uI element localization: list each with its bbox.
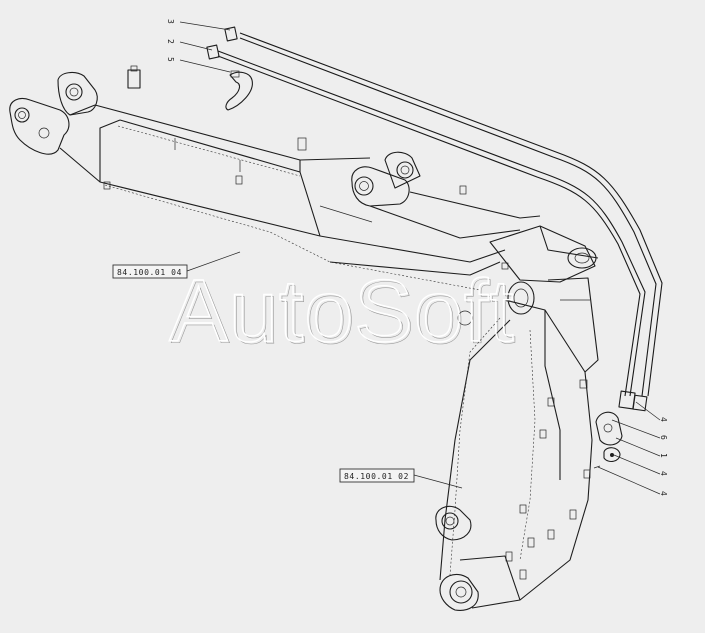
callout-right-2: 6 xyxy=(659,435,668,440)
hydraulic-pipes xyxy=(206,26,663,469)
callout-top-2: 2 xyxy=(166,39,175,44)
arm-tip-pivot xyxy=(449,580,473,604)
arm-ref-text: 84.100.01 02 xyxy=(344,472,409,481)
boom-rear-plate-right xyxy=(57,71,98,116)
callouts-top: 3 2 5 xyxy=(166,19,231,73)
callouts-right: 4 6 1 4 4 xyxy=(597,401,668,496)
callout-right-4: 4 xyxy=(659,471,668,476)
callout-right-3: 1 xyxy=(659,453,668,458)
boom-ref-label[interactable]: 84.100.01 04 xyxy=(112,251,241,279)
boom-rear-plate-left xyxy=(9,97,70,155)
watermark-text-shadow: AutoSoft xyxy=(171,263,517,362)
arm-assembly xyxy=(435,277,599,611)
boom-assembly xyxy=(9,65,599,326)
arm-ref-label[interactable]: 84.100.01 02 xyxy=(339,468,463,489)
callout-top-3: 5 xyxy=(166,57,175,62)
pipe-clamp xyxy=(225,71,253,111)
watermark: AutoSoft AutoSoft xyxy=(168,260,517,362)
pipe-flange xyxy=(595,411,623,446)
boom-mid-ear xyxy=(351,166,410,207)
callout-top-1: 3 xyxy=(166,19,175,24)
callout-right-1: 4 xyxy=(659,417,668,422)
boom-arm-pivot xyxy=(507,281,535,315)
callout-right-5: 4 xyxy=(659,491,668,496)
boom-ref-text: 84.100.01 04 xyxy=(117,268,182,277)
watermark-text: AutoSoft xyxy=(169,261,515,360)
